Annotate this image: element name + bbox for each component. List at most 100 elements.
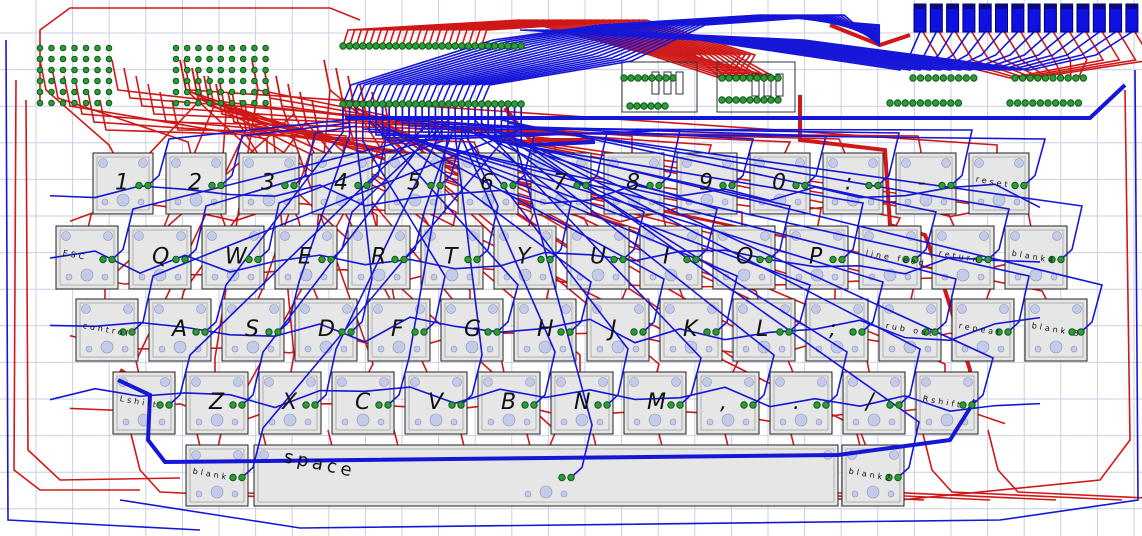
trace [204,104,344,333]
trace [1032,31,1142,79]
trace [39,7,361,100]
trace [388,104,738,333]
trace [49,386,1041,413]
trace [1009,31,1105,79]
key-label: B [501,390,516,415]
trace [1069,31,1088,79]
header-pin [946,3,960,33]
resistor [751,73,760,97]
trace [362,104,446,333]
trace [529,140,596,147]
key-label: ; [829,317,836,342]
trace [480,104,718,261]
trace [49,183,1041,209]
trace [474,104,645,261]
key-label: Q [152,245,169,270]
trace [461,104,556,406]
trace [119,69,1139,529]
header-pin [1027,3,1041,33]
key-label: 2 [188,171,202,196]
key-label: . [793,390,800,415]
top-layer-traces [5,14,1139,531]
header-pin [1109,3,1123,33]
key-label: 8 [626,171,640,196]
key-label: W [225,245,248,270]
trace [520,104,920,479]
header-pin [962,3,976,33]
header-pin [929,3,943,33]
trace [421,14,881,105]
trace [414,14,881,105]
key-label: S [245,317,259,342]
trace [387,104,450,406]
key-label: Y [517,245,532,270]
trace [513,104,593,479]
key-label: R [371,245,386,270]
trace [467,104,629,406]
key-label: L [756,317,768,342]
key-label: 4 [334,171,348,196]
ic-components [621,61,796,113]
key-label: V [428,390,445,415]
key-blank2 [841,444,905,507]
trace [461,14,881,105]
trace [395,104,811,333]
key-label: H [537,317,554,342]
header-pin [1092,3,1106,33]
header-pin [913,3,927,33]
trace [49,316,1041,344]
trace [447,14,881,105]
key-d [294,298,358,362]
key-label: A [170,317,187,342]
key-label: M [647,390,666,415]
key-label: P [809,245,823,270]
key-m [623,371,687,435]
key-label: 5 [407,171,421,196]
trace [480,14,881,105]
ic-chip [716,61,796,113]
key-label: E [298,245,312,270]
key-label: U [590,245,606,270]
key-label: , [720,390,727,415]
trace [241,104,509,479]
key-label: G [464,317,481,342]
trace [111,104,430,261]
trace [428,14,881,105]
key-label: D [318,317,335,342]
key-label: T [444,245,459,270]
key-label: : [845,171,852,196]
header-pin [1011,3,1025,33]
header-pin [1125,3,1139,33]
trace [1017,31,1121,79]
trace [13,79,140,491]
key-label: - [918,171,926,196]
resistor [675,71,684,95]
trace [474,104,702,406]
trace [474,14,881,105]
trace [500,104,994,406]
key-label: ESC [62,249,88,262]
key-r [347,225,411,290]
key-label: 1 [115,171,129,196]
trace [368,104,519,333]
header-pin [1076,3,1090,33]
key-c [331,371,395,435]
key-sym [696,371,760,435]
key-g [440,298,504,362]
trace [480,19,757,79]
resistor [763,73,772,97]
trace [584,29,1133,71]
trace [314,104,443,406]
key-label: 6 [480,171,494,196]
key-1 [92,152,154,215]
trace [408,104,957,333]
key-sym [769,371,833,435]
trace [987,429,1142,499]
key-label: Z [208,390,225,415]
trace [441,14,881,105]
trace [49,249,1041,275]
header-pin [1043,3,1057,33]
key-label: J [606,317,617,342]
key-label: I [663,245,670,270]
resistor [663,71,672,95]
